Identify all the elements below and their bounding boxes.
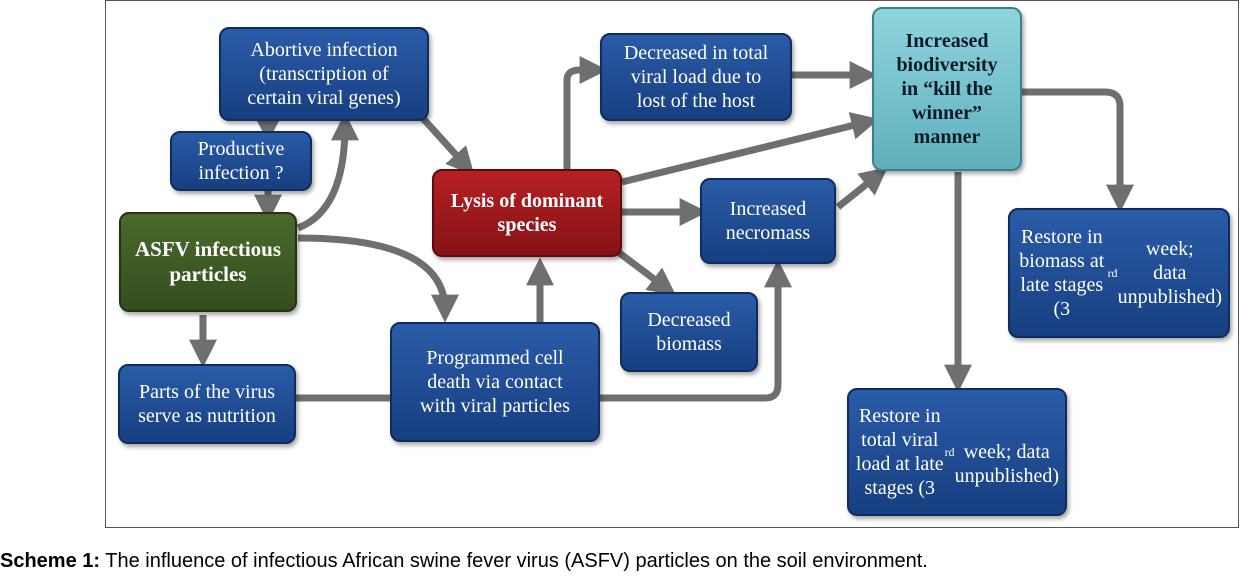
programmed-cell-death-node: Programmed cell death via contact with v…	[390, 322, 600, 442]
arrow-asfv-to-abortive	[296, 112, 359, 232]
arrow-biodiversity-to-restore-biomass	[1022, 88, 1134, 213]
arrow-lysis-to-biodiversity	[621, 112, 880, 186]
arrow-parts-to-necromass	[295, 259, 792, 402]
abortive-infection-node: Abortive infection (transcription of cer…	[219, 27, 429, 121]
decreased-viral-load-node: Decreased in total viral load due to los…	[600, 33, 792, 121]
productive-infection-node: Productive infection ?	[170, 131, 312, 191]
arrow-lysis-to-decreased-biomass	[615, 249, 677, 296]
arrow-necromass-to-biodiversity	[835, 167, 888, 210]
figure-caption: Scheme 1: The influence of infectious Af…	[0, 550, 928, 573]
arrow-abortive-to-lysis	[417, 112, 475, 176]
arrow-asfv-to-programmed	[297, 234, 459, 323]
increased-necromass-node: Increased necromass	[700, 178, 836, 264]
increased-biodiversity-node: Increased biodiversity in “kill the winn…	[872, 7, 1022, 171]
caption-text: The influence of infectious African swin…	[100, 550, 928, 572]
lysis-dominant-species-node: Lysis of dominant species	[432, 169, 622, 257]
parts-of-virus-node: Parts of the virus serve as nutrition	[118, 364, 296, 444]
restore-viral-load-node: Restore in total viral load at late stag…	[847, 388, 1067, 516]
caption-label: Scheme 1:	[0, 550, 101, 572]
asfv-particles-node: ASFV infectious particles	[119, 212, 297, 312]
arrow-lysis-to-decreased-viral	[563, 56, 608, 170]
decreased-biomass-node: Decreased biomass	[620, 292, 758, 372]
